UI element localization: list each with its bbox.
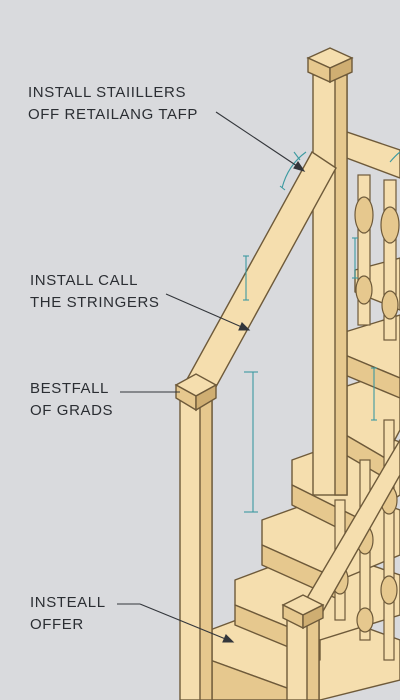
- dimension-lines: [243, 151, 400, 513]
- leader-2: [165, 293, 251, 331]
- left-newel-post: [174, 373, 218, 700]
- callout-install-stringers: INSTALL CALL THE STRINGERS: [30, 272, 160, 311]
- callout-insteall: INSTEALL OFFER: [30, 594, 106, 633]
- bottom-newel-post: [281, 594, 325, 700]
- top-newel-post: [306, 47, 354, 496]
- callout-bestfall: BESTFALL OF GRADS: [30, 380, 114, 419]
- leader-lines: [117, 111, 306, 643]
- baluster-2: [380, 179, 400, 341]
- leader-1: [215, 111, 306, 172]
- dimension-arc: [281, 151, 307, 189]
- dimension-arc-right: [389, 151, 400, 163]
- leader-4: [117, 603, 235, 643]
- baluster-1: [354, 174, 374, 326]
- callout-install-stairs: INSTALL STAIILLERS OFF RETAILANG TAFP: [28, 84, 198, 123]
